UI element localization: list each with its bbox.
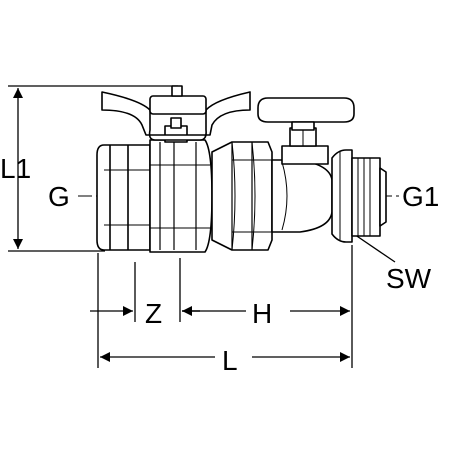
label-l1: L1 [0, 153, 31, 184]
small-handle-collar [291, 121, 315, 131]
small-valve-top [281, 145, 329, 165]
union-curve-left [231, 141, 236, 251]
left-threaded-nut [96, 144, 151, 251]
union-nut [211, 141, 273, 251]
tail-piece [271, 159, 333, 233]
sw-hex-nut [331, 149, 353, 243]
label-h: H [252, 298, 272, 329]
stem-top [170, 117, 182, 129]
label-g: G [48, 181, 70, 212]
dimension-lines [8, 85, 396, 368]
main-valve-body [149, 139, 213, 253]
thread-chamfer [379, 167, 387, 227]
handle-nut [171, 85, 183, 97]
label-z: Z [145, 298, 162, 329]
label-sw: SW [386, 263, 432, 294]
union-curve-right [251, 141, 256, 251]
valve-body [96, 85, 387, 253]
label-g1: G1 [402, 181, 439, 212]
small-flat-handle [257, 97, 355, 123]
handle-hub [149, 95, 207, 115]
label-l: L [222, 345, 238, 376]
male-thread-body [351, 157, 381, 237]
tail-curve [281, 161, 288, 231]
